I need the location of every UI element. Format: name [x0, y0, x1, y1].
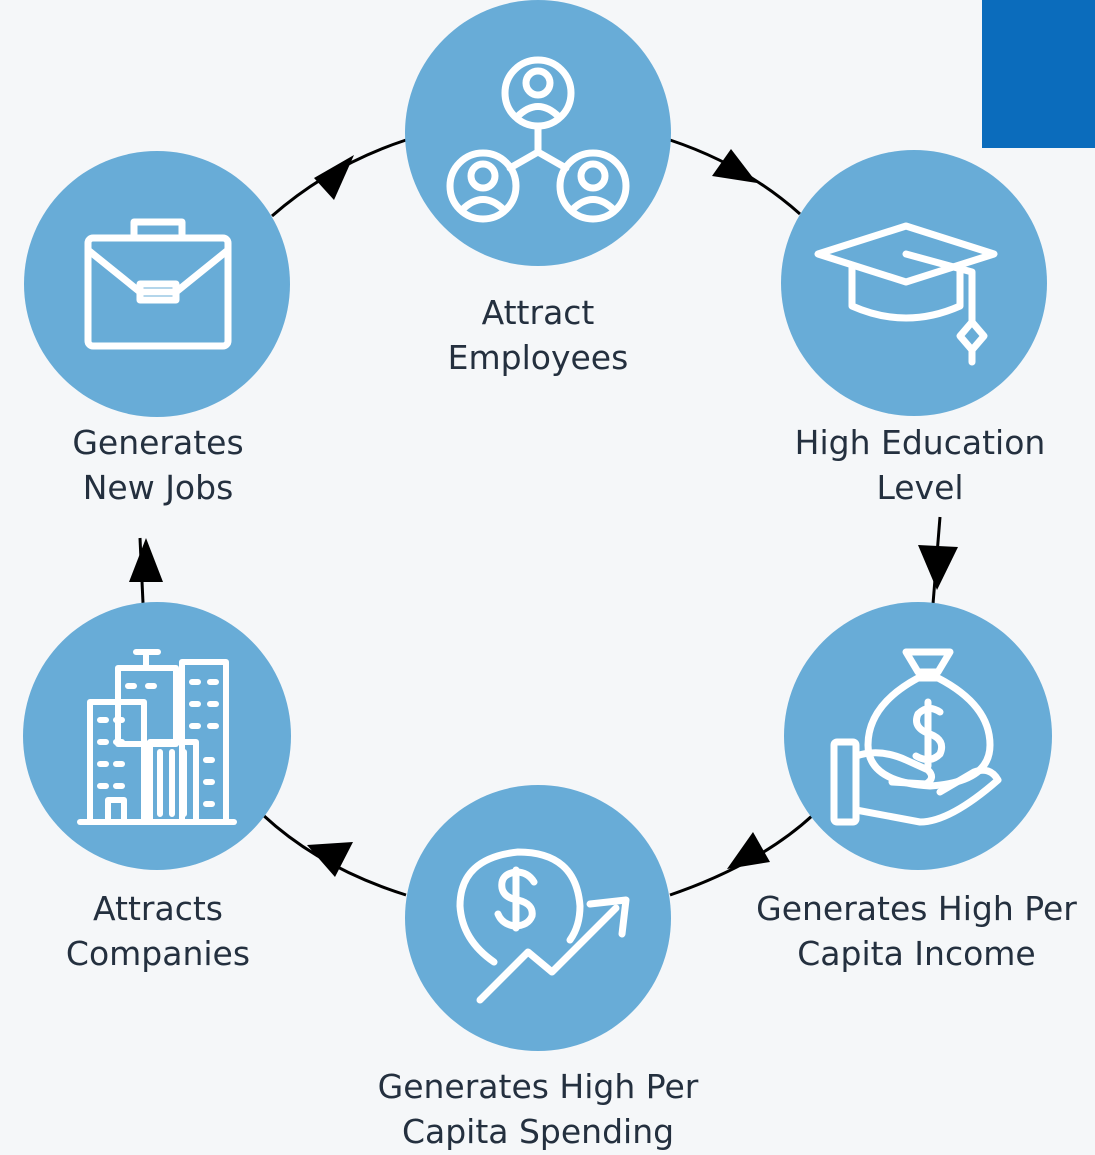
label-per-capita-spending: Generates High Per Capita Spending [348, 1064, 728, 1154]
briefcase-icon [84, 218, 232, 350]
money-bag-hand-icon [830, 648, 1002, 826]
buildings-icon [77, 649, 237, 825]
people-network-icon [446, 56, 630, 223]
label-line: Attracts [93, 889, 223, 928]
label-line: Attract [481, 293, 595, 332]
arrowhead-6 [129, 538, 163, 582]
label-line: Level [876, 468, 964, 507]
label-line: Companies [65, 934, 251, 973]
circle-attracts-companies [23, 602, 291, 870]
label-attract-employees: Attract Employees [398, 290, 678, 380]
label-line: Generates [72, 423, 244, 462]
arrowhead-4 [727, 832, 770, 869]
label-line: Capita Spending [401, 1112, 675, 1151]
arrowhead-1 [314, 155, 354, 200]
label-line: New Jobs [82, 468, 234, 507]
label-new-jobs: Generates New Jobs [18, 420, 298, 510]
label-high-education: High Education Level [765, 420, 1075, 510]
graduation-cap-icon [814, 222, 998, 366]
circle-per-capita-spending [405, 785, 671, 1051]
icons [77, 56, 1002, 1004]
label-line: Capita Income [797, 934, 1036, 973]
circle-per-capita-income [784, 602, 1052, 870]
corner-accent-block [982, 0, 1095, 148]
arrowheads [129, 149, 958, 877]
label-line: Generates High Per [377, 1067, 699, 1106]
arrowhead-5 [307, 842, 353, 877]
label-line: Employees [447, 338, 629, 377]
arrowhead-2 [712, 149, 757, 183]
arrowhead-3 [918, 545, 958, 590]
label-per-capita-income: Generates High Per Capita Income [738, 886, 1095, 976]
label-attracts-companies: Attracts Companies [18, 886, 298, 976]
dollar-growth-icon [456, 848, 630, 1004]
label-line: Generates High Per [756, 889, 1077, 928]
label-line: High Education [794, 423, 1046, 462]
